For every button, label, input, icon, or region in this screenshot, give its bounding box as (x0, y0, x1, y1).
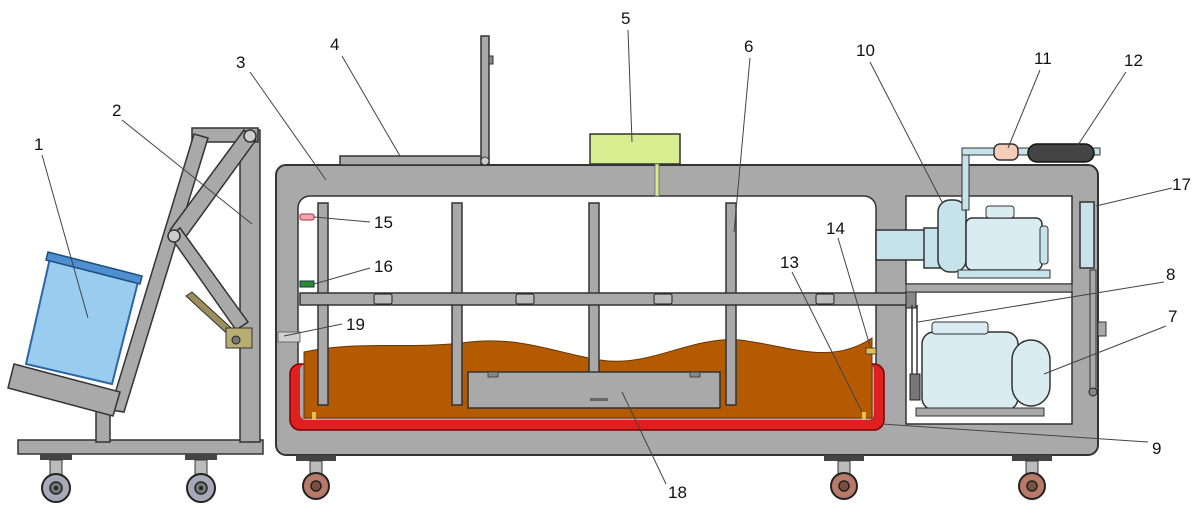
blower-base (957, 269, 1051, 279)
bin-cradle (7, 363, 121, 417)
trolley-column (239, 129, 261, 443)
sensor-15 (299, 213, 315, 221)
air-duct (875, 229, 927, 261)
label-7: 7 (1168, 307, 1177, 326)
drawer-handle (590, 398, 608, 401)
discharge-drawer (467, 371, 721, 409)
label-5: 5 (621, 9, 630, 28)
shaft-coupling-1 (373, 293, 393, 305)
shaft-end-flange (905, 289, 917, 309)
label-13: 13 (780, 253, 799, 272)
pivot-upper (243, 129, 257, 143)
label-9: 9 (1152, 439, 1161, 458)
sensor-14 (865, 347, 877, 355)
leader-lines (41, 29, 1173, 485)
valve-11 (993, 143, 1019, 161)
sensor-16 (299, 280, 315, 288)
motor-7-top (931, 321, 989, 335)
caster-right (185, 454, 217, 503)
blower-motor (965, 217, 1043, 271)
lid-handle (488, 55, 494, 65)
drawer-tab-right (689, 371, 701, 378)
label-17: 17 (1172, 175, 1191, 194)
sensor-small-left (312, 412, 316, 420)
shaft-coupling-4 (815, 293, 835, 305)
lid-hinge (480, 156, 490, 166)
main-housing (275, 35, 1107, 500)
lift-rail (109, 133, 209, 413)
motor-sprocket (909, 373, 921, 401)
motor-7-base (915, 407, 1045, 417)
callout-labels: 1 2 3 4 5 6 7 8 9 10 11 12 13 14 15 16 1… (34, 9, 1191, 502)
caster-housing-1 (296, 455, 336, 500)
control-box (589, 133, 681, 165)
label-3: 3 (236, 53, 245, 72)
caster-left (40, 454, 72, 503)
shaft-coupling-3 (653, 293, 673, 305)
label-10: 10 (856, 41, 875, 60)
blower-shelf (905, 283, 1073, 293)
label-1: 1 (34, 135, 43, 154)
label-6: 6 (744, 37, 753, 56)
filter-12 (1027, 143, 1095, 163)
trolley-base (17, 439, 264, 455)
label-8: 8 (1166, 265, 1175, 284)
label-2: 2 (112, 101, 121, 120)
vent-19 (277, 331, 301, 343)
door-knob (1088, 387, 1098, 397)
label-12: 12 (1124, 51, 1143, 70)
caster-housing-2 (824, 455, 864, 500)
label-16: 16 (374, 257, 393, 276)
lever-knob (231, 335, 241, 345)
label-11: 11 (1034, 49, 1052, 68)
door-rod (1089, 269, 1097, 393)
sensor-13 (862, 412, 866, 420)
control-panel-17 (1079, 201, 1095, 269)
door-latch (1097, 321, 1107, 337)
blower-motor-top (985, 205, 1015, 219)
motor-7-endcap (1011, 339, 1051, 407)
pivot-middle (167, 229, 181, 243)
label-18: 18 (668, 483, 687, 502)
drawer-tab-left (487, 371, 499, 378)
lid-open-leaf (480, 35, 490, 165)
label-15: 15 (374, 213, 393, 232)
lid-panel (339, 155, 483, 166)
exhaust-pipe-vertical (961, 149, 970, 211)
caster-housing-3 (1012, 455, 1052, 500)
label-14: 14 (826, 219, 845, 238)
shaft-coupling-2 (515, 293, 535, 305)
motor-7 (921, 331, 1019, 411)
bin-rim (45, 251, 143, 285)
blower-housing (937, 199, 967, 273)
label-4: 4 (330, 35, 339, 54)
label-19: 19 (346, 315, 365, 334)
control-cable (654, 163, 660, 197)
lifting-trolley (7, 127, 264, 503)
blower-motor-cap (1039, 225, 1049, 265)
